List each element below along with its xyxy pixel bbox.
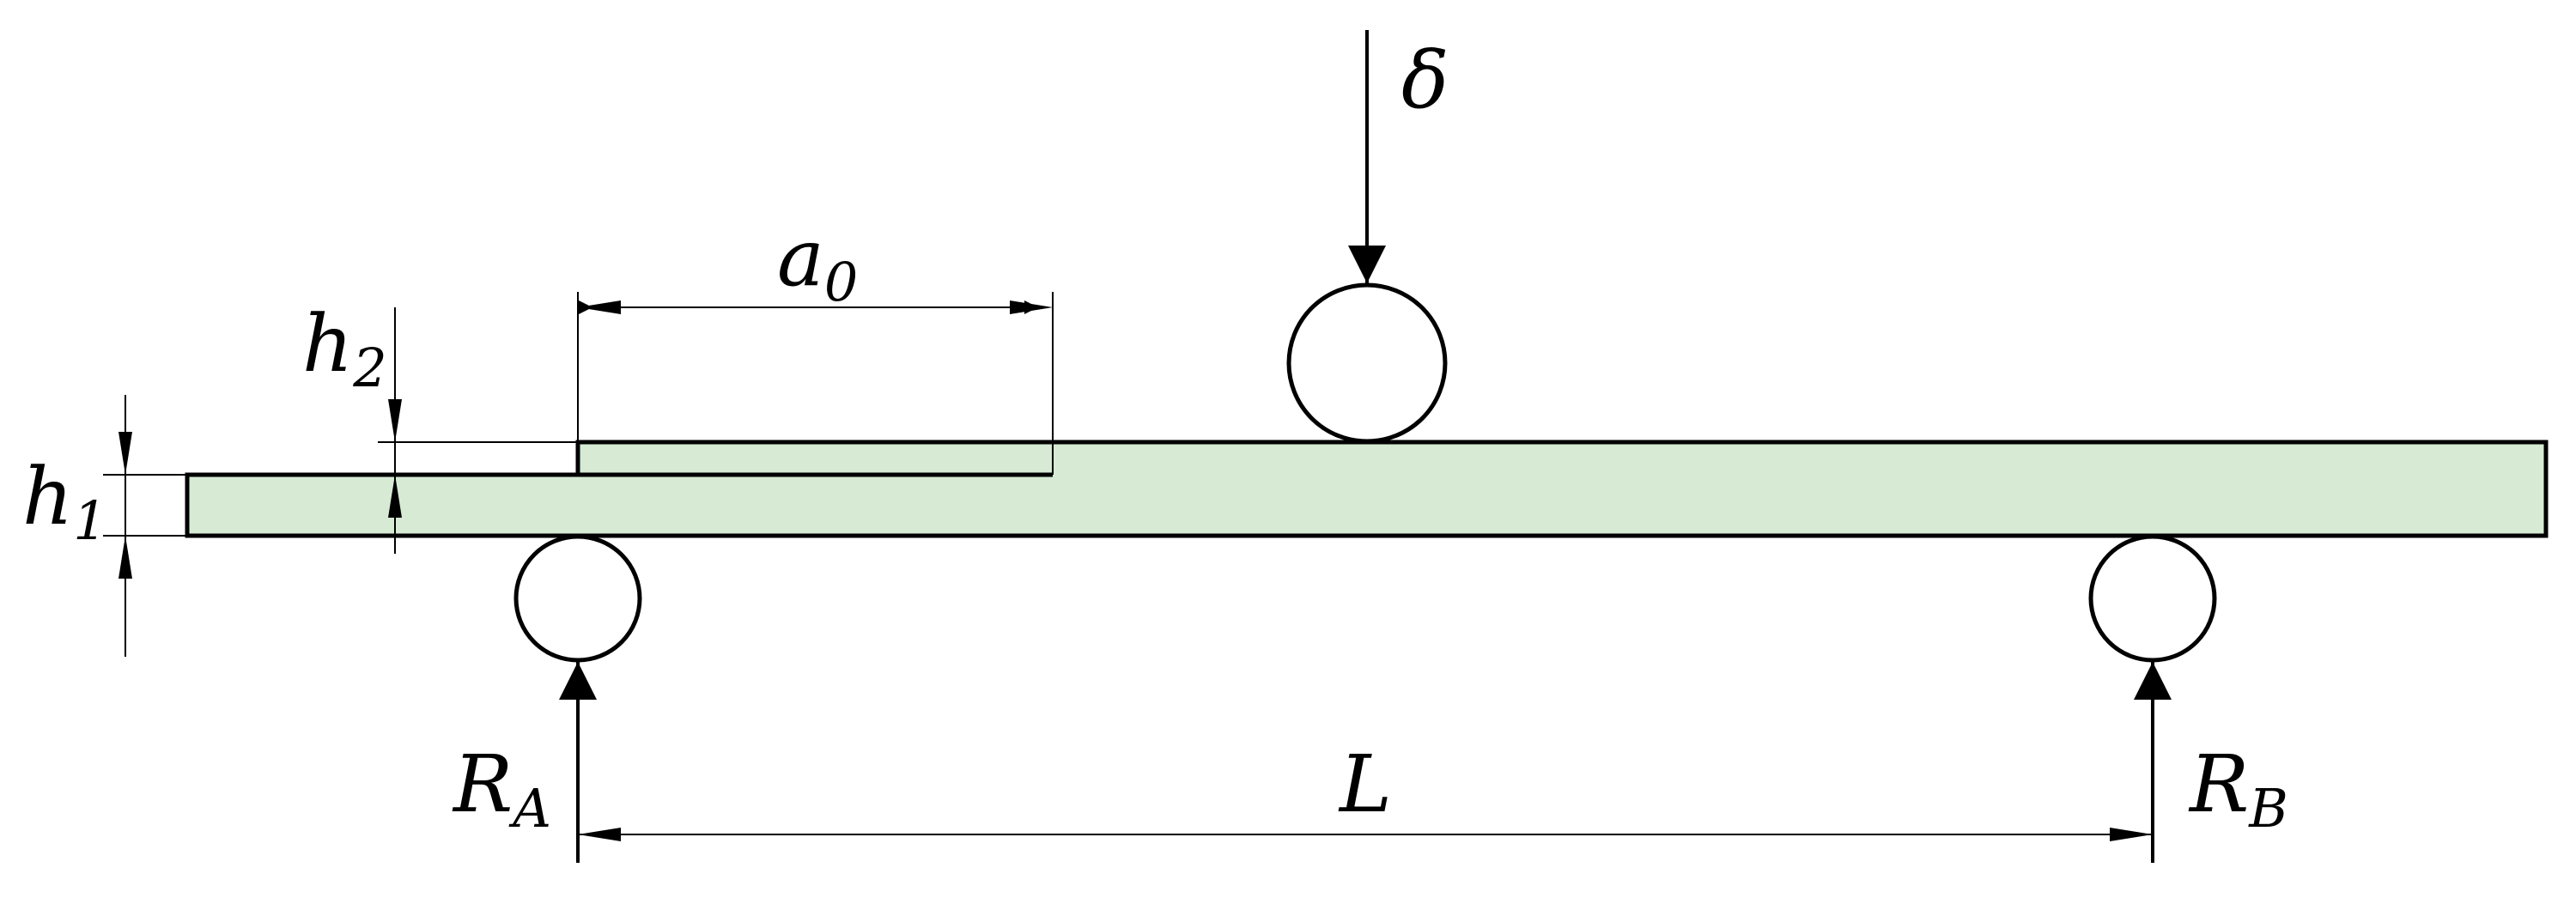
a0-arrow-left xyxy=(578,300,621,314)
support-roller-a xyxy=(513,534,642,663)
L-arrow-left xyxy=(578,828,621,841)
L-label: L xyxy=(1338,738,1392,830)
h2-arrow-top xyxy=(388,399,402,442)
RB-label: RB xyxy=(2188,738,2288,840)
a0-arrow-right xyxy=(1010,300,1053,314)
h1-arrow-top xyxy=(118,432,132,475)
L-arrow-right xyxy=(2110,828,2153,841)
specimen-body xyxy=(185,440,2549,538)
h2-arrow-bottom xyxy=(388,475,402,518)
loading-roller xyxy=(1286,282,1448,444)
RA-label: RA xyxy=(452,738,551,840)
delta-label: δ xyxy=(1401,34,1449,126)
h2-label: h2 xyxy=(302,298,387,399)
h1-label: h1 xyxy=(22,451,107,552)
h1-arrow-bottom xyxy=(118,536,132,579)
support-roller-b xyxy=(2088,534,2217,663)
a0-label: a0 xyxy=(777,212,858,313)
